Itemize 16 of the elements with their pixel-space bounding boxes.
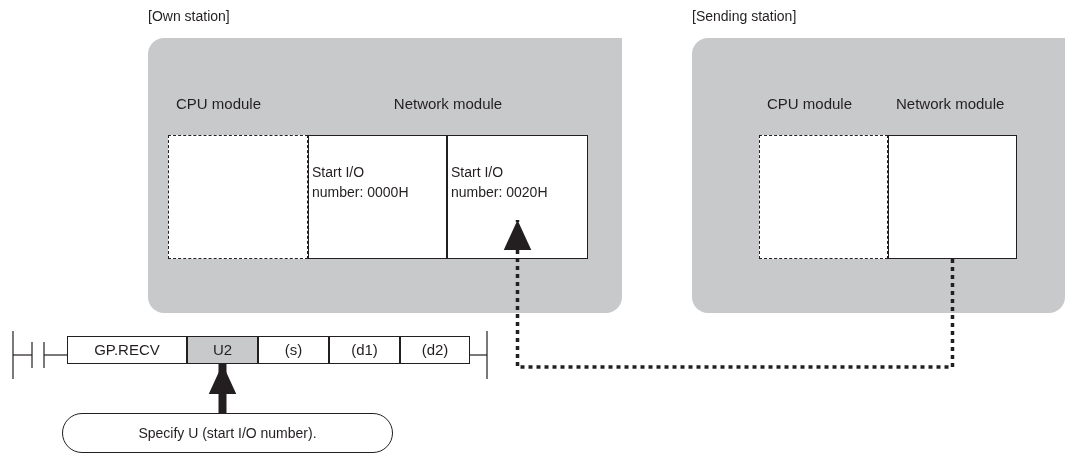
station-heading: [Sending station] — [692, 8, 797, 24]
module-heading: Network module — [896, 95, 1005, 112]
callout-bubble: Specify U (start I/O number). — [62, 413, 393, 453]
operand-cell: GP.RECV — [67, 336, 187, 364]
station-heading: [Own station] — [148, 8, 230, 24]
module-heading: CPU module — [176, 95, 262, 112]
operand-cell: U2 — [187, 336, 258, 364]
arrow — [503, 220, 955, 369]
module-heading: CPU module — [767, 95, 853, 112]
operand-cell: (d1) — [329, 336, 400, 364]
arrow — [208, 364, 237, 413]
operand-cell: (d2) — [400, 336, 470, 364]
module-box: Start I/O number: 0000H — [308, 135, 447, 259]
operand-cell: (s) — [258, 336, 329, 364]
module-box: Start I/O number: 0020H — [447, 135, 588, 259]
module-heading: Network module — [392, 95, 504, 112]
